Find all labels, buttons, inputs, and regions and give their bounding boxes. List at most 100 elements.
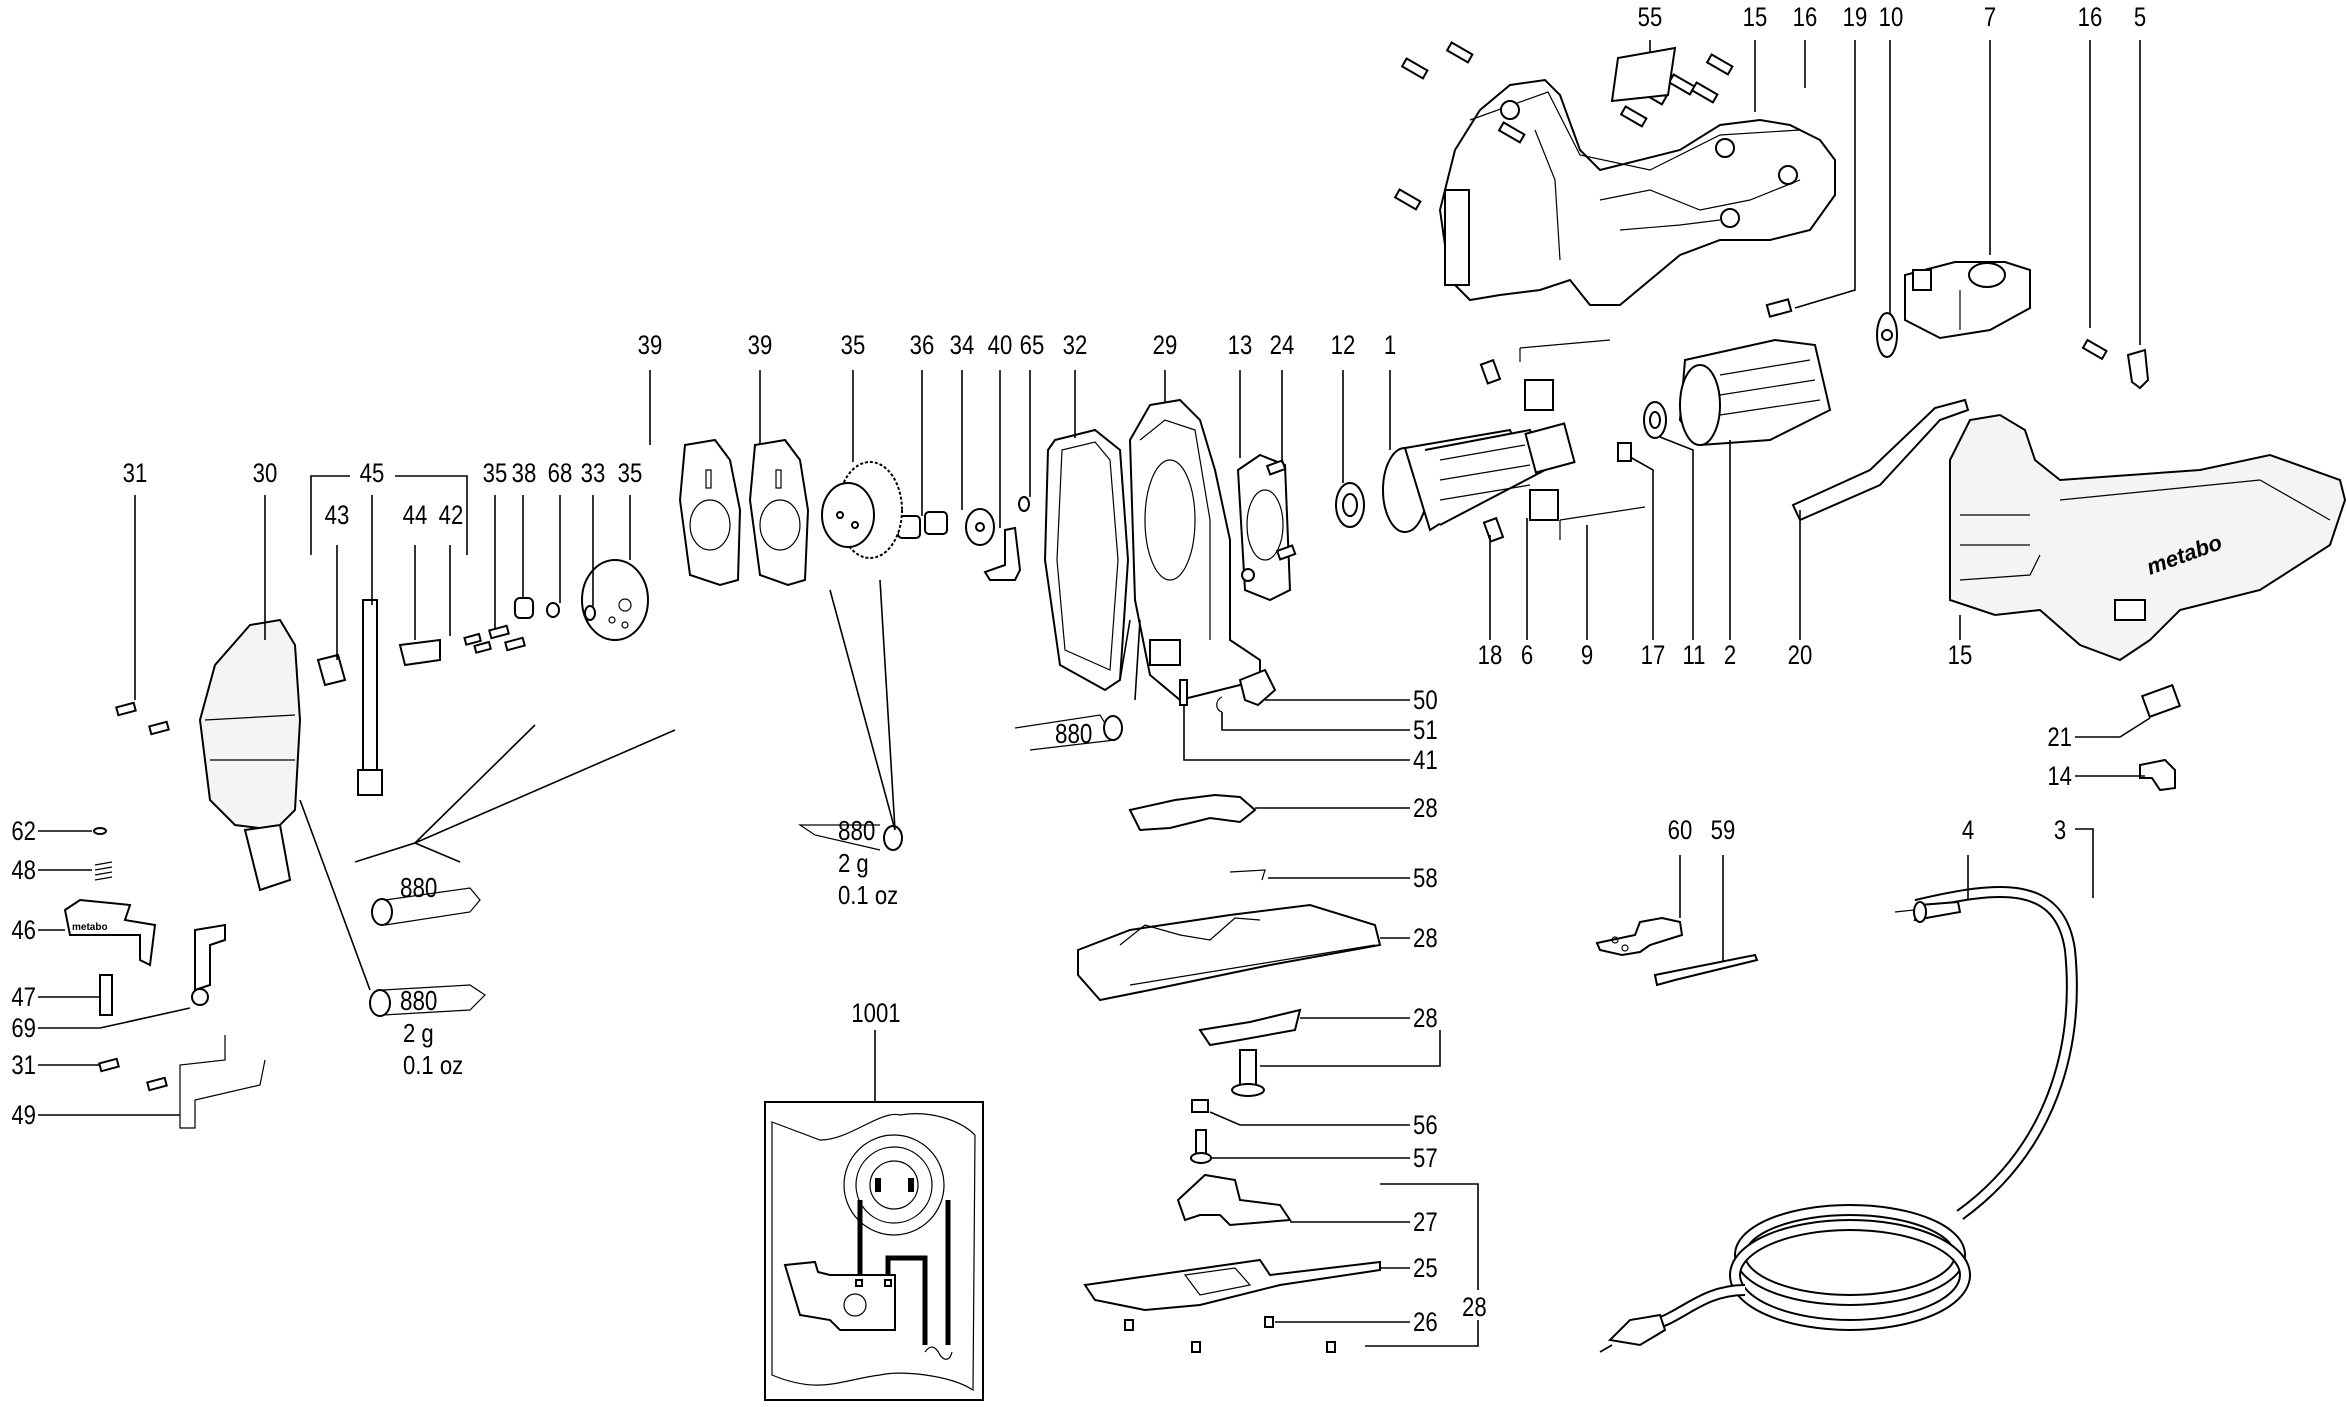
callout-1: 1 (1383, 330, 1397, 360)
base-insert-25 (1083, 1258, 1381, 1312)
leader-69 (38, 1007, 191, 1029)
callout-60: 60 (1667, 815, 1693, 845)
callout-46: 46 (11, 915, 36, 945)
grease-code-mid: 880 (838, 815, 876, 846)
callout-33: 33 (580, 458, 606, 488)
plunger-rod-45 (357, 599, 383, 796)
callout-5: 5 (2133, 2, 2147, 32)
clamp-43 (316, 653, 347, 687)
callout-56: 56 (1413, 1110, 1438, 1140)
clip-51 (1216, 696, 1223, 713)
eccentric-35 (581, 559, 649, 641)
callout-50: 50 (1413, 685, 1438, 715)
guide-plate-39a (678, 438, 742, 587)
knob-21 (2140, 683, 2182, 719)
screw-16 (2081, 338, 2108, 361)
callout-55: 55 (1637, 2, 1663, 32)
callout-28d: 28 (1462, 1292, 1487, 1322)
assembled-jigsaw (1949, 413, 2346, 662)
blade-lever-28 (1128, 793, 1257, 832)
callout-15b: 15 (1947, 640, 1973, 670)
guard-logo: metabo (72, 922, 108, 933)
callout-19: 19 (1842, 2, 1868, 32)
grease-code-left: 880 (400, 872, 438, 903)
motor-leaders (1342, 370, 1961, 640)
guide-plate-39b (748, 438, 810, 587)
slider-28 (1198, 1008, 1302, 1047)
callout-31b: 31 (11, 1050, 36, 1080)
bracket-28-top (1380, 1183, 1479, 1290)
callout-11: 11 (1682, 640, 1706, 670)
base-plate-28 (1077, 903, 1382, 1002)
screw-24b (1275, 544, 1297, 561)
bushing-36b (924, 511, 948, 535)
callout-25: 25 (1413, 1253, 1438, 1283)
leader-21 (2075, 717, 2151, 738)
splinter-guard-27 (1176, 1173, 1292, 1227)
callout-28b: 28 (1413, 923, 1438, 953)
gear-35 (821, 461, 903, 559)
callout-40: 40 (987, 330, 1013, 360)
callout-45: 45 (359, 458, 385, 488)
leader-41 (1183, 705, 1410, 761)
screw-31b (148, 720, 170, 736)
grease-code-right: 880 (1055, 718, 1093, 749)
callout-51: 51 (1413, 715, 1438, 745)
callout-9: 9 (1580, 640, 1594, 670)
roller-38 (514, 597, 534, 619)
housing-half-shell (1438, 78, 1836, 306)
callout-16b: 16 (2077, 2, 2103, 32)
callout-32: 32 (1062, 330, 1088, 360)
callout-13: 13 (1227, 330, 1253, 360)
wrench-holder-60 (1595, 855, 1684, 957)
screw-24 (1265, 459, 1287, 476)
grease-tube-30 (299, 799, 486, 1017)
callout-15: 15 (1742, 2, 1768, 32)
grease-amount-g-30: 2 g (403, 1018, 434, 1048)
lever-50 (1238, 668, 1277, 707)
field-coil-2 (1678, 338, 1832, 447)
grease-tube-right (1014, 619, 1141, 751)
callout-6: 6 (1520, 640, 1534, 670)
screw-35a (488, 624, 510, 640)
callout-28c: 28 (1413, 1003, 1438, 1033)
callout-62: 62 (11, 816, 36, 846)
callout-44: 44 (402, 500, 428, 530)
callout-69: 69 (11, 1013, 36, 1043)
gear-cover-30 (198, 618, 302, 892)
roller-bracket-69 (191, 923, 226, 1006)
plunger-leaders (134, 475, 631, 700)
grease-tube-left (354, 724, 676, 926)
bearing-12 (1335, 482, 1365, 528)
callout-41: 41 (1413, 745, 1438, 775)
washer-65 (1018, 496, 1030, 512)
grease-tube-mid (798, 579, 903, 851)
callout-7: 7 (1983, 2, 1997, 32)
leader-28d (1260, 1030, 1441, 1067)
lever-40 (983, 526, 1022, 581)
leader-51 (1221, 712, 1410, 731)
guide-44 (398, 638, 441, 667)
callout-42: 42 (438, 500, 464, 530)
callout-27: 27 (1413, 1207, 1438, 1237)
bracket-28-bottom (1365, 1320, 1479, 1347)
callout-47: 47 (11, 982, 36, 1012)
callout-65: 65 (1019, 330, 1045, 360)
screw-31a (115, 701, 137, 717)
circlip-33 (584, 605, 596, 621)
callout-12: 12 (1330, 330, 1356, 360)
callout-30: 30 (252, 458, 278, 488)
callout-29: 29 (1152, 330, 1178, 360)
callout-38: 38 (511, 458, 537, 488)
callout-24: 24 (1269, 330, 1295, 360)
strip-58 (1229, 869, 1266, 881)
rubber-block-17 (1617, 442, 1632, 462)
callout-39a: 39 (637, 330, 663, 360)
screw-31d (146, 1076, 168, 1092)
callout-34: 34 (949, 330, 975, 360)
switch-7 (1904, 261, 2031, 340)
guard-46: metabo (63, 898, 157, 967)
top-leaders (1649, 40, 2141, 345)
